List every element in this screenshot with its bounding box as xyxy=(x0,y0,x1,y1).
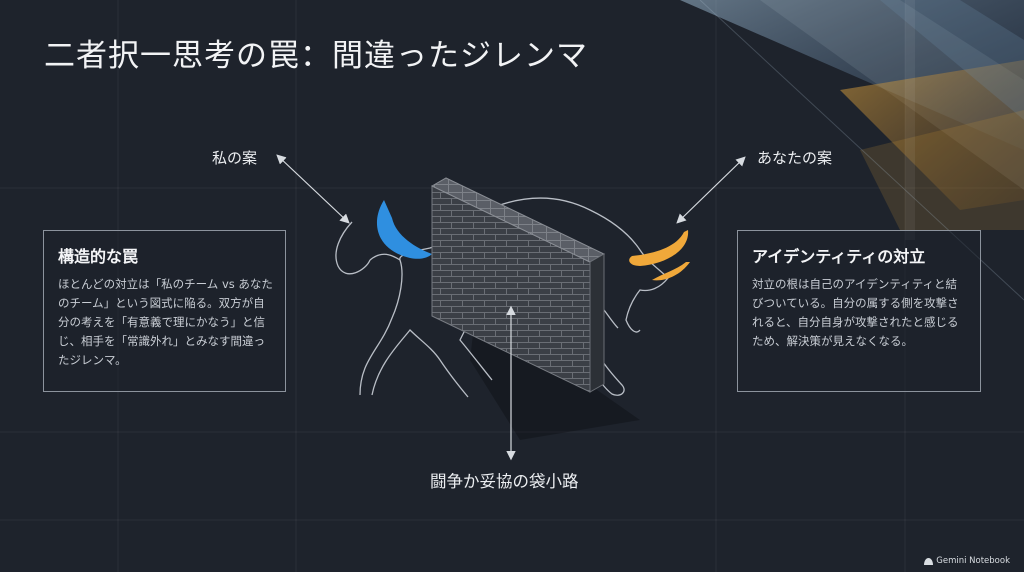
card-identity-conflict: アイデンティティの対立 対立の根は自己のアイデンティティと結びついている。自分の… xyxy=(737,230,981,392)
glass-shape-steel xyxy=(880,0,1024,120)
glass-shape-gold xyxy=(840,60,1024,210)
blue-horn xyxy=(376,200,432,259)
branding-text: Gemini Notebook xyxy=(936,556,1010,566)
label-dead-end: 闘争か妥協の袋小路 xyxy=(430,472,579,491)
card-identity-conflict-body: 対立の根は自己のアイデンティティと結びついている。自分の属する側を攻撃されると、… xyxy=(752,277,959,348)
orange-horn-upper xyxy=(629,230,689,266)
card-structural-trap-body: ほとんどの対立は「私のチーム vs あなたのチーム」という図式に陥る。双方が自分… xyxy=(58,277,273,367)
card-structural-trap: 構造的な罠 ほとんどの対立は「私のチーム vs あなたのチーム」という図式に陥る… xyxy=(43,230,286,392)
orange-horn-lower xyxy=(652,262,690,281)
bull-left-outline xyxy=(335,221,493,398)
label-your-idea: あなたの案 xyxy=(757,149,833,167)
glass-shape-amber xyxy=(860,110,1024,230)
card-identity-conflict-heading: アイデンティティの対立 xyxy=(752,247,926,266)
card-structural-trap-heading: 構造的な罠 xyxy=(58,247,139,266)
label-my-idea: 私の案 xyxy=(212,149,258,167)
wall-side xyxy=(589,253,605,393)
glass-pillar xyxy=(905,0,915,240)
notebook-icon xyxy=(924,557,934,565)
arrow-my-idea xyxy=(276,154,350,224)
branding: Gemini Notebook xyxy=(924,556,1010,566)
arrow-your-idea xyxy=(676,156,746,224)
slide-title: 二者択一思考の罠：間違ったジレンマ xyxy=(44,38,588,74)
